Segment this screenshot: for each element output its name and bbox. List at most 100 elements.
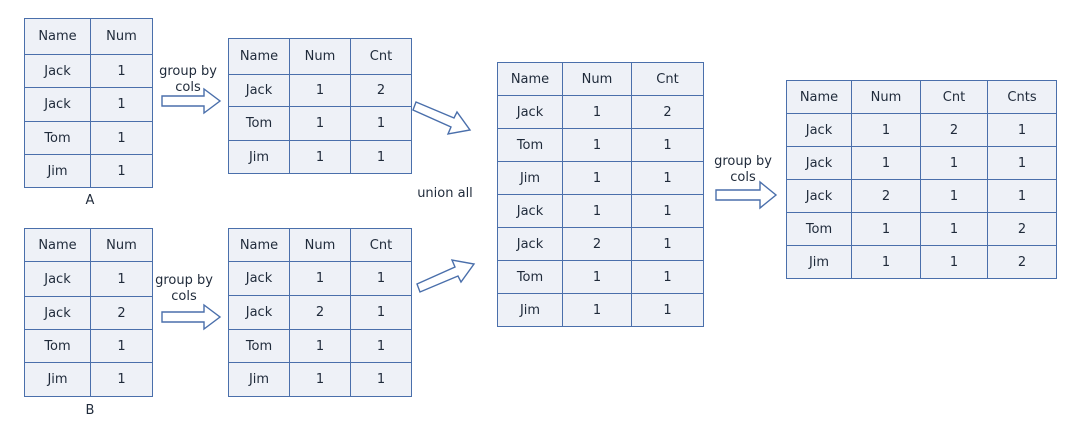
group-by-label-final-line1: group by [714, 154, 772, 169]
table-cell: 1 [851, 212, 921, 246]
table-cell: 1 [350, 261, 412, 296]
table-cell: 1 [90, 121, 153, 155]
table-cell: Jack [24, 296, 91, 330]
block-arrow-down-right-icon [412, 101, 472, 135]
group-by-label-a-line1: group by [159, 64, 217, 79]
table-cell: Jack [786, 146, 852, 180]
table-cell: 1 [289, 329, 351, 363]
table-cell: 1 [90, 261, 153, 297]
table-cell: 1 [350, 362, 412, 397]
table-cell: 1 [350, 140, 412, 174]
table-cell: 1 [631, 227, 704, 261]
table-header-cell: Num [90, 18, 153, 55]
table-b-caption: B [85, 403, 95, 418]
table-cell: 2 [90, 296, 153, 330]
table-cell: 1 [562, 128, 632, 162]
table-header-cell: Num [289, 228, 351, 262]
table-cell: 1 [631, 260, 704, 294]
table-cell: 1 [350, 106, 412, 141]
table-cell: 1 [920, 245, 988, 279]
table-cell: Tom [24, 329, 91, 363]
table-header-cell: Num [289, 38, 351, 75]
group-by-label-b-line2: cols [171, 289, 197, 304]
table-cell: 1 [289, 74, 351, 107]
block-arrow-right-icon [161, 87, 222, 115]
table-cell: 1 [289, 362, 351, 397]
table-cell: Jack [228, 295, 290, 330]
table-cell: Tom [497, 128, 563, 162]
table-cell: 1 [987, 113, 1057, 147]
group-by-label-b-line1: group by [155, 273, 213, 288]
table-header-cell: Name [24, 18, 91, 55]
table-header-cell: Num [851, 80, 921, 114]
table-cell: 2 [987, 245, 1057, 279]
table-cell: Jack [786, 179, 852, 213]
table-cell: Jack [24, 87, 91, 122]
table-cell: 1 [289, 261, 351, 296]
table-cell: Jim [497, 293, 563, 327]
table-cell: 1 [90, 154, 153, 188]
table-cell: 1 [289, 106, 351, 141]
table-cell: Tom [24, 121, 91, 155]
table-header-cell: Cnt [350, 228, 412, 262]
group-by-label-final: group by cols [708, 154, 778, 186]
table-cell: Jack [497, 95, 563, 129]
table-header-cell: Name [228, 38, 290, 75]
table-cell: 2 [350, 74, 412, 107]
table-cell: Tom [228, 329, 290, 363]
table-header-cell: Name [228, 228, 290, 262]
table-header-cell: Name [497, 62, 563, 96]
table-cell: Jim [228, 140, 290, 174]
table-cell: 2 [987, 212, 1057, 246]
table-cell: 2 [289, 295, 351, 330]
table-cell: 2 [562, 227, 632, 261]
table-cell: 1 [350, 295, 412, 330]
table-header-cell: Cnts [987, 80, 1057, 114]
block-arrow-right-icon [161, 303, 222, 331]
table-header-cell: Num [562, 62, 632, 96]
table-cell: Jack [24, 261, 91, 297]
table-cell: 1 [562, 161, 632, 195]
table-cell: 1 [987, 146, 1057, 180]
table-cell: 2 [920, 113, 988, 147]
table-cell: 1 [851, 245, 921, 279]
table-cell: 1 [631, 161, 704, 195]
table-cell: Jack [497, 194, 563, 228]
table-cell: Tom [786, 212, 852, 246]
union-all-label: union all [417, 186, 473, 201]
table-cell: 1 [562, 194, 632, 228]
table-header-cell: Cnt [350, 38, 412, 75]
table-cell: 1 [920, 212, 988, 246]
table-cell: Jim [228, 362, 290, 397]
table-cell: Jack [228, 261, 290, 296]
table-cell: Jim [497, 161, 563, 195]
table-cell: 1 [562, 293, 632, 327]
group-by-label-a: group by cols [156, 64, 220, 96]
table-cell: 1 [631, 194, 704, 228]
table-cell: Tom [228, 106, 290, 141]
